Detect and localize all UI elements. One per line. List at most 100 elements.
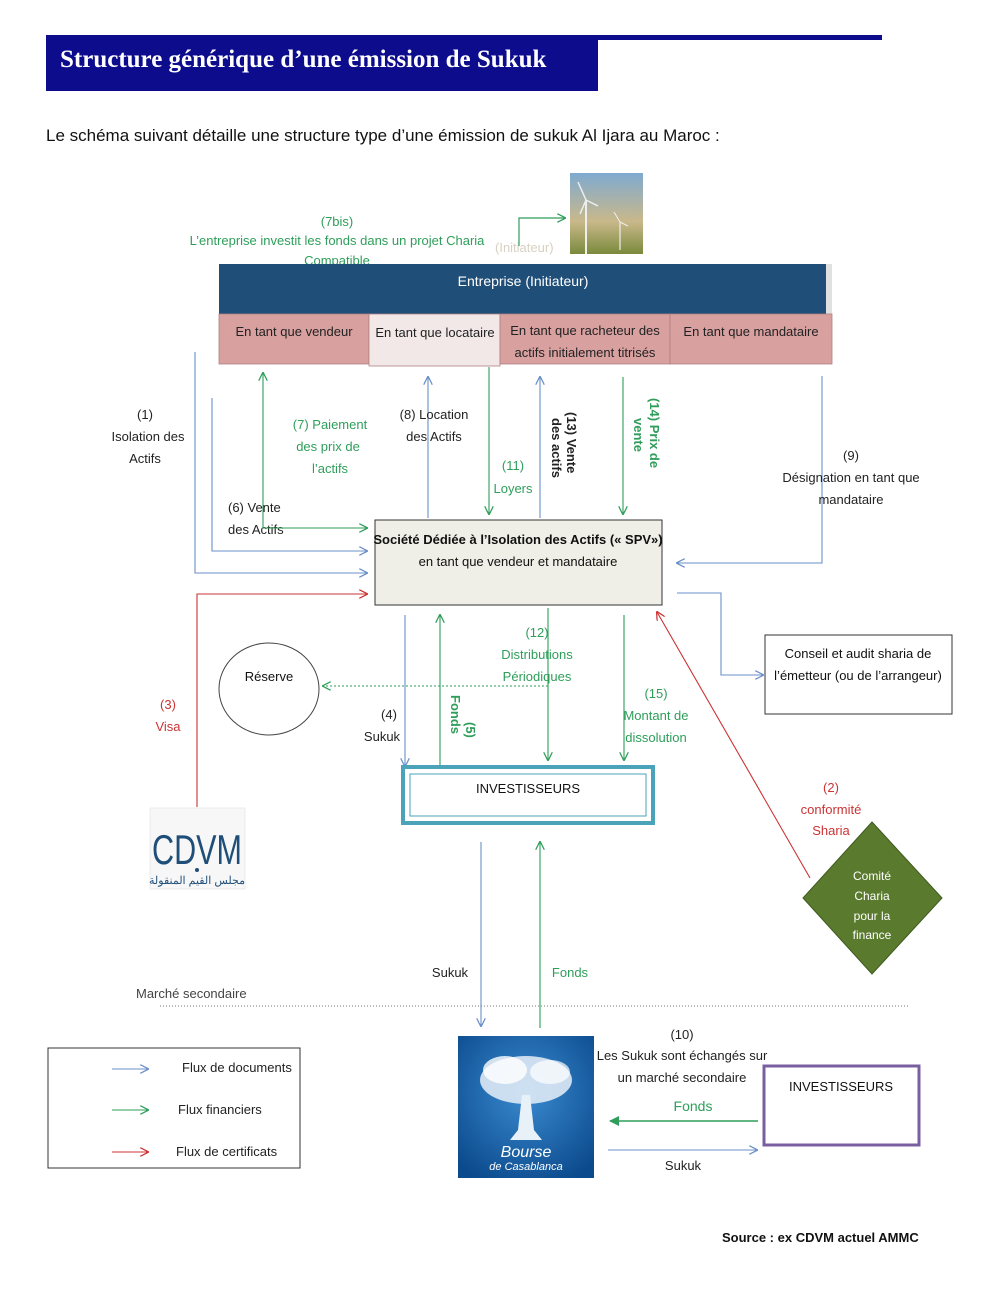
svg-text:En tant que vendeur: En tant que vendeur bbox=[235, 324, 353, 339]
flow-7-label: (7) Paiement des prix de l’actifs bbox=[293, 417, 368, 476]
svg-text:Désignation en tant que: Désignation en tant que bbox=[782, 470, 919, 485]
svg-text:Comité: Comité bbox=[853, 869, 891, 883]
sukuk-bourse-label: Sukuk bbox=[432, 965, 469, 980]
arrow-flow-1 bbox=[194, 352, 367, 573]
svg-text:actifs initialement titrisés: actifs initialement titrisés bbox=[515, 345, 656, 360]
flow-15-label: (15) Montant de dissolution bbox=[623, 686, 688, 745]
svg-text:(3): (3) bbox=[160, 697, 176, 712]
svg-text:(9): (9) bbox=[843, 448, 859, 463]
svg-text:(5): (5) bbox=[463, 722, 478, 738]
role-mandataire bbox=[669, 313, 833, 365]
cdvm-logo: CDVM مجلس القيم المنقولة bbox=[149, 807, 246, 890]
svg-text:(1): (1) bbox=[137, 407, 153, 422]
svg-text:(15): (15) bbox=[644, 686, 667, 701]
svg-text:(7) Paiement: (7) Paiement bbox=[293, 417, 368, 432]
flow-6-label: (6) Vente des Actifs bbox=[228, 500, 284, 537]
flow-10-label: (10) Les Sukuk sont échangés sur un marc… bbox=[597, 1027, 768, 1085]
arrow-flow-9 bbox=[677, 376, 823, 563]
initiateur-photo-label: (Initiateur) bbox=[495, 240, 554, 255]
svg-text:مجلس القيم المنقولة: مجلس القيم المنقولة bbox=[149, 875, 245, 887]
legend: Flux de documents Flux financiers Flux d… bbox=[47, 1047, 301, 1169]
svg-text:(6) Vente: (6) Vente bbox=[228, 500, 281, 515]
svg-text:L’entreprise investit les fond: L’entreprise investit les fonds dans un … bbox=[190, 233, 486, 248]
arrow-to-project bbox=[518, 218, 565, 246]
fonds-secondaire-label: Fonds bbox=[674, 1098, 713, 1114]
svg-text:pour la: pour la bbox=[854, 909, 891, 923]
svg-text:en tant que vendeur et mandata: en tant que vendeur et mandataire bbox=[419, 554, 618, 569]
svg-text:En tant que racheteur des: En tant que racheteur des bbox=[510, 323, 660, 338]
svg-text:des prix de: des prix de bbox=[296, 439, 360, 454]
svg-text:(2): (2) bbox=[823, 780, 839, 795]
flow-12-label: (12) Distributions Périodiques bbox=[501, 625, 573, 684]
page-title: Structure générique d’une émission de Su… bbox=[46, 35, 598, 91]
svg-text:Périodiques: Périodiques bbox=[503, 669, 572, 684]
svg-text:Société Dédiée à l’Isolation d: Société Dédiée à l’Isolation des Actifs … bbox=[373, 532, 662, 547]
svg-text:Isolation des: Isolation des bbox=[112, 429, 185, 444]
svg-text:CDVM: CDVM bbox=[152, 826, 242, 873]
arrow-flow-3 bbox=[196, 594, 367, 807]
svg-text:des actifs: des actifs bbox=[549, 418, 564, 478]
svg-text:un marché secondaire: un marché secondaire bbox=[618, 1070, 747, 1085]
flow-8-label: (8) Location des Actifs bbox=[400, 407, 469, 444]
svg-text:Sukuk: Sukuk bbox=[364, 729, 401, 744]
arrow-flow-7 bbox=[263, 373, 367, 528]
svg-text:l’actifs: l’actifs bbox=[312, 461, 349, 476]
flow-2-label: (2) conformité Sharia bbox=[801, 780, 862, 838]
bourse-casablanca-logo: Bourse de Casablanca bbox=[458, 1036, 594, 1178]
marche-secondaire-label: Marché secondaire bbox=[136, 986, 247, 1001]
svg-text:Charia: Charia bbox=[854, 889, 890, 903]
role-locataire bbox=[368, 313, 501, 367]
reserve-ellipse bbox=[218, 642, 320, 736]
comite-charia-diamond: Comité Charia pour la finance bbox=[802, 821, 943, 975]
role-racheteur bbox=[499, 313, 671, 365]
conseil-box: Conseil et audit sharia de l’émetteur (o… bbox=[764, 634, 953, 715]
svg-text:Fonds: Fonds bbox=[448, 695, 463, 734]
svg-text:de Casablanca: de Casablanca bbox=[489, 1161, 562, 1173]
svg-text:Sharia: Sharia bbox=[812, 823, 850, 838]
svg-text:vente: vente bbox=[631, 418, 646, 452]
flow-11-label: (11) Loyers bbox=[493, 458, 533, 496]
svg-text:Montant de: Montant de bbox=[623, 708, 688, 723]
svg-text:des Actifs: des Actifs bbox=[228, 522, 284, 537]
svg-text:l’émetteur (ou de l’arrangeur): l’émetteur (ou de l’arrangeur) bbox=[774, 668, 942, 683]
svg-text:Visa: Visa bbox=[155, 719, 181, 734]
spv-box: Société Dédiée à l’Isolation des Actifs … bbox=[373, 519, 663, 606]
investisseurs-secondaire-box: INVESTISSEURS bbox=[762, 1064, 921, 1147]
svg-text:(10): (10) bbox=[670, 1027, 693, 1042]
flow-14-label: (14) Prix de vente bbox=[631, 398, 662, 468]
reserve-label: Réserve bbox=[245, 669, 293, 684]
intro-text: Le schéma suivant détaille une structure… bbox=[46, 126, 720, 145]
flow-3-label: (3) Visa bbox=[155, 697, 181, 734]
svg-text:mandataire: mandataire bbox=[818, 492, 883, 507]
arrow-to-conseil bbox=[677, 592, 763, 675]
svg-text:INVESTISSEURS: INVESTISSEURS bbox=[789, 1079, 893, 1094]
entreprise-box: Entreprise (Initiateur) En tant que vend… bbox=[218, 264, 833, 367]
svg-text:Flux de certificats: Flux de certificats bbox=[176, 1144, 278, 1159]
wind-turbine-photo bbox=[570, 173, 643, 254]
svg-text:finance: finance bbox=[853, 928, 892, 942]
svg-text:dissolution: dissolution bbox=[625, 730, 686, 745]
svg-text:conformité: conformité bbox=[801, 802, 862, 817]
svg-text:En tant que locataire: En tant que locataire bbox=[375, 325, 494, 340]
sukuk-secondaire-label: Sukuk bbox=[665, 1158, 702, 1173]
svg-text:Flux de documents: Flux de documents bbox=[182, 1060, 292, 1075]
source-note: Source : ex CDVM actuel AMMC bbox=[722, 1230, 919, 1245]
flow-5-label: Fonds (5) bbox=[448, 695, 478, 738]
svg-text:(4): (4) bbox=[381, 707, 397, 722]
svg-text:Les Sukuk sont échangés sur: Les Sukuk sont échangés sur bbox=[597, 1048, 768, 1063]
svg-text:(8) Location: (8) Location bbox=[400, 407, 469, 422]
svg-text:Conseil et audit sharia de: Conseil et audit sharia de bbox=[785, 646, 932, 661]
svg-text:(14) Prix de: (14) Prix de bbox=[647, 398, 662, 468]
investisseurs-box: INVESTISSEURS bbox=[401, 765, 655, 825]
flow-9-label: (9) Désignation en tant que mandataire bbox=[782, 448, 919, 507]
flow-7bis-label: (7bis) L’entreprise investit les fonds d… bbox=[190, 214, 486, 268]
svg-text:(7bis): (7bis) bbox=[321, 214, 354, 229]
fonds-bourse-label: Fonds bbox=[552, 965, 589, 980]
svg-text:Bourse: Bourse bbox=[501, 1144, 552, 1161]
flow-1-label: (1) Isolation des Actifs bbox=[112, 407, 185, 466]
role-vendeur bbox=[218, 313, 370, 365]
arrow-flow-2 bbox=[657, 612, 811, 879]
svg-text:Distributions: Distributions bbox=[501, 647, 573, 662]
svg-text:Loyers: Loyers bbox=[493, 481, 533, 496]
